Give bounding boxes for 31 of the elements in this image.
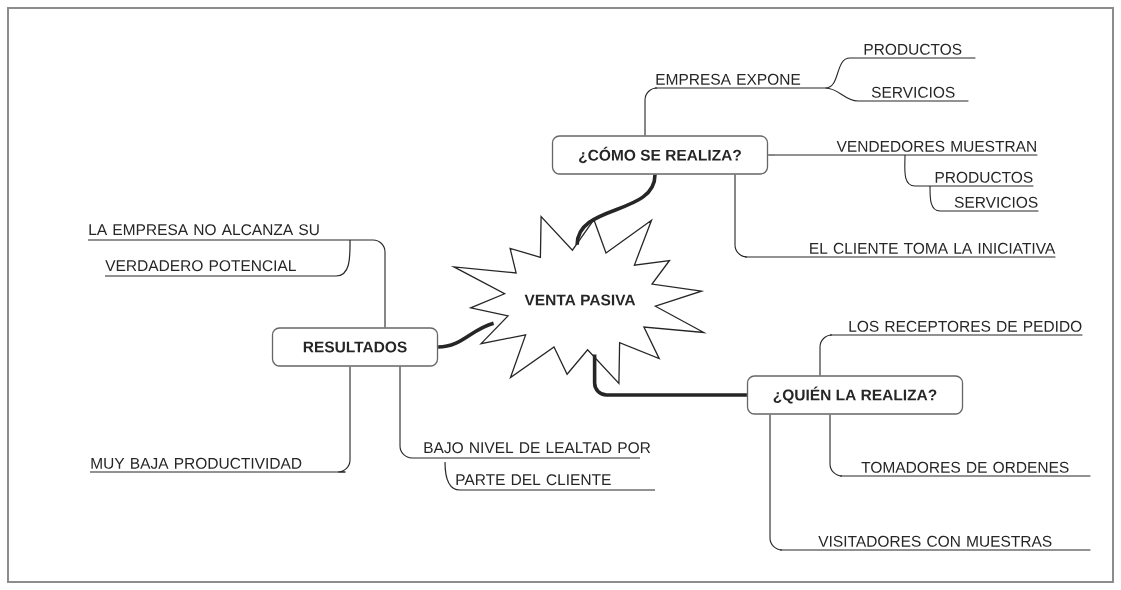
connector-line [644,87,658,136]
underlined-text: VENDEDORES MUESTRAN [774,140,1038,156]
connector-line [337,366,351,473]
topic-box: ¿CÓMO SE REALIZA? [551,135,769,175]
underlined-text: SERVICIOS [939,196,1039,212]
connector-line [824,87,859,102]
connector-line [819,334,833,376]
connector-line [769,414,783,551]
connector-line [399,366,426,459]
connector-line [767,154,776,156]
underlined-text: PRODUCTOS [914,171,1034,187]
underlined-text: EMPRESA EXPONE [654,73,826,89]
topic-box: RESULTADOS [271,327,439,367]
underlined-text: LA EMPRESA NO ALCANZA SU VERDADERO POTENCIAL [87,224,373,277]
starburst: VENTA PASIVA [450,214,707,386]
underlined-text: MUY BAJA PRODUCTIVIDAD [89,457,346,473]
underlined-text: VISITADORES CON MUESTRAS [779,535,1091,551]
underlined-text: LOS RECEPTORES DE PEDIDO [829,320,1083,336]
connector-line [371,239,386,328]
underlined-text: EL CLIENTE TOMA LA INICIATIVA [744,242,1056,258]
underlined-text: PRODUCTOS [849,43,976,59]
underlined-text: TOMADORES DE ORDENES [839,461,1091,477]
underlined-text: SERVICIOS [857,86,969,102]
connector-line [929,185,941,212]
connector-line [575,174,657,246]
connector-line [904,154,916,187]
connector-line [734,174,748,258]
connector-line [829,414,843,477]
topic-box: ¿QUIÉN LA REALIZA? [746,375,964,415]
underlined-text: BAJO NIVEL DE LEALTAD POR PARTE DEL CLIENTE [424,442,656,491]
connector-line [824,57,851,89]
